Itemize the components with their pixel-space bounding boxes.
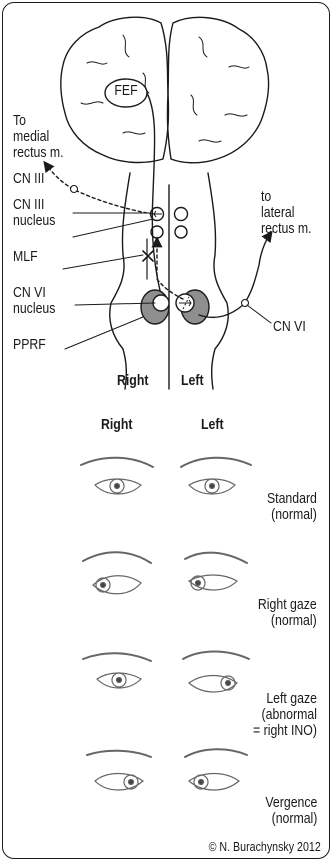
mlf-pathway: [157, 239, 183, 299]
eye-row-caption: Standard (normal): [267, 491, 317, 523]
fef-label: FEF: [114, 83, 139, 99]
cn3-ganglion: [71, 186, 78, 193]
eye-column-right: Right: [101, 417, 132, 433]
brainstem-left-label: Left: [181, 373, 204, 389]
brainstem-right-edge: [110, 173, 130, 389]
brainstem-left-edge: [208, 173, 228, 389]
eye-row-caption: Right gaze (normal): [258, 597, 317, 629]
mlf-label: MLF: [13, 249, 38, 265]
left-hemisphere: [167, 17, 268, 162]
cn6-nucleus-label: CN VI nucleus: [13, 285, 55, 317]
cn3-label: CN III: [13, 171, 44, 187]
pprf-label: PPRF: [13, 337, 46, 353]
credit-text: © N. Burachynsky 2012: [209, 839, 321, 855]
mlf-lesion-x: [143, 251, 153, 261]
eye-row-caption: Vergence (normal): [265, 795, 317, 827]
cn3-nucleus-label: CN III nucleus: [13, 197, 55, 229]
cn3-nucleus-left: [175, 208, 188, 221]
eye-column-left: Left: [201, 417, 224, 433]
fef-projection: [147, 93, 163, 303]
eye-row-caption: Left gaze (abnormal = right INO): [253, 691, 317, 739]
brainstem-right-label: Right: [117, 373, 148, 389]
to-medial-label: To medial rectus m.: [13, 113, 64, 161]
cn6-to-lateral: [199, 233, 271, 317]
cn6-label: CN VI: [273, 319, 306, 335]
cn3-to-medial: [45, 163, 153, 214]
cn3-nucleus-left-lower: [175, 226, 187, 238]
to-lateral-label: to lateral rectus m.: [261, 189, 312, 237]
